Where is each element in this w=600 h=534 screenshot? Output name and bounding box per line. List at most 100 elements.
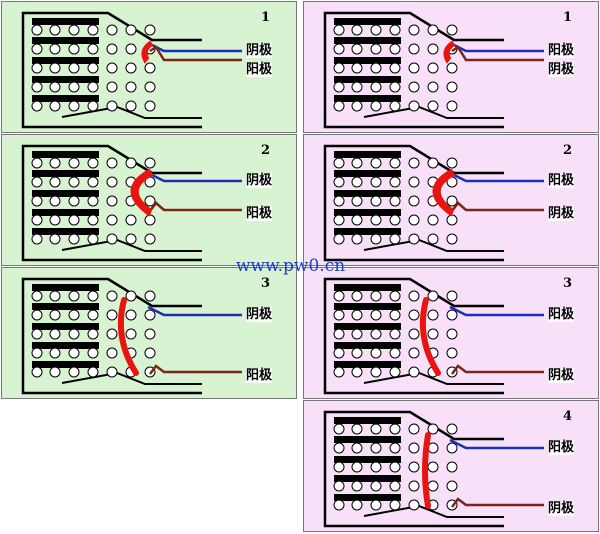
hole [106, 328, 118, 340]
hole [408, 499, 420, 511]
hole [87, 328, 99, 340]
hole [446, 423, 458, 435]
hole [446, 309, 458, 321]
discharge-arc [432, 168, 456, 217]
top-wire [449, 41, 544, 53]
hole [31, 309, 43, 321]
grid-line [363, 371, 504, 385]
discharge-arc [443, 40, 456, 64]
hole [408, 233, 420, 245]
hole [389, 347, 401, 359]
cathode-bar [334, 151, 401, 158]
hole [408, 442, 420, 454]
hole [370, 442, 382, 454]
hole [49, 195, 61, 207]
hole [144, 328, 156, 340]
cathode-bar [32, 95, 99, 102]
hole [351, 214, 363, 226]
hole [446, 100, 458, 112]
hole [87, 309, 99, 321]
hole [408, 43, 420, 55]
hole [87, 62, 99, 74]
tube-outline [323, 144, 504, 262]
hole [333, 195, 345, 207]
hole [427, 461, 439, 473]
watermark: www.pw0.cn [236, 256, 346, 276]
hole [351, 43, 363, 55]
hole [408, 157, 420, 169]
bottom-wire [149, 364, 242, 375]
hole [389, 100, 401, 112]
hole [68, 366, 80, 378]
hole [351, 290, 363, 302]
hole [427, 100, 439, 112]
cathode-bar [334, 436, 401, 443]
hole [389, 442, 401, 454]
hole [370, 62, 382, 74]
hole [389, 290, 401, 302]
discharge-arc [117, 297, 139, 376]
hole [389, 233, 401, 245]
hole [68, 328, 80, 340]
stage-number: 4 [562, 409, 572, 424]
hole [351, 176, 363, 188]
discharge-arc [419, 297, 441, 376]
hole [144, 290, 156, 302]
hole [68, 347, 80, 359]
cathode-bar [334, 475, 401, 482]
hole [49, 62, 61, 74]
cathode-bar [334, 95, 401, 102]
hole [68, 81, 80, 93]
top-wire [449, 305, 544, 317]
hole [125, 214, 137, 226]
hole [49, 347, 61, 359]
hole [31, 24, 43, 36]
hole [49, 309, 61, 321]
hole [49, 366, 61, 378]
hole [333, 214, 345, 226]
hole [370, 176, 382, 188]
hole [106, 347, 118, 359]
hole [125, 328, 137, 340]
hole [87, 157, 99, 169]
hole [106, 233, 118, 245]
hole [351, 100, 363, 112]
hole [389, 309, 401, 321]
hole [125, 81, 137, 93]
grid-line [363, 504, 504, 518]
hole [144, 195, 156, 207]
tube-outline [21, 144, 202, 262]
hole [446, 442, 458, 454]
cathode-bar [32, 228, 99, 235]
hole [144, 157, 156, 169]
stage-number: 2 [260, 143, 270, 158]
hole [370, 43, 382, 55]
hole [351, 24, 363, 36]
discharge-arc [422, 432, 431, 509]
hole [87, 233, 99, 245]
stage-panel-left-2: 2 阴极阳极 [1, 134, 297, 266]
hole [427, 43, 439, 55]
hole [446, 233, 458, 245]
discharge-arc [130, 168, 154, 217]
grid-line [61, 105, 202, 119]
hole [106, 100, 118, 112]
hole [68, 195, 80, 207]
hole [351, 423, 363, 435]
hole [144, 24, 156, 36]
hole [351, 233, 363, 245]
hole [49, 157, 61, 169]
cathode-bar [32, 18, 99, 25]
hole [389, 195, 401, 207]
top-electrode-label: 阳极 [548, 440, 575, 455]
hole [427, 157, 439, 169]
hole [31, 100, 43, 112]
hole [31, 328, 43, 340]
hole [87, 176, 99, 188]
bottom-electrode-label: 阳极 [246, 206, 273, 221]
hole [144, 214, 156, 226]
top-electrode-label: 阴极 [246, 173, 273, 188]
